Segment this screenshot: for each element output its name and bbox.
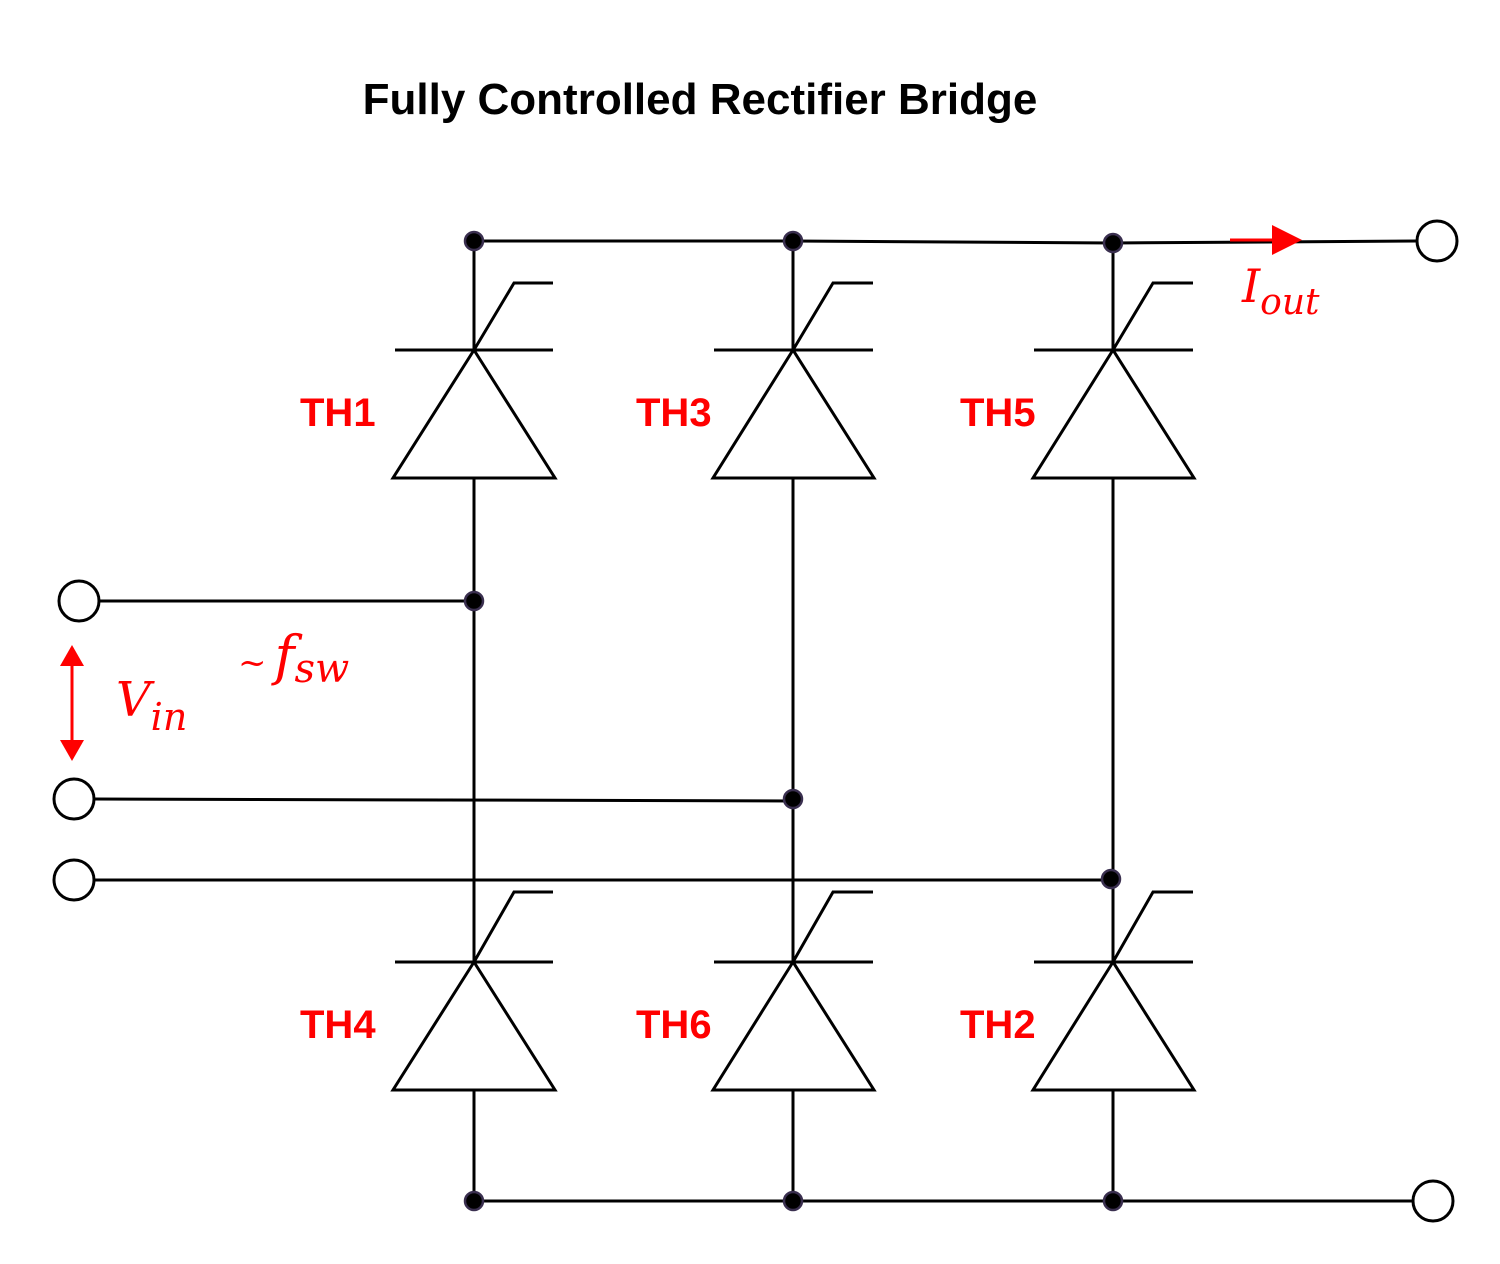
node-phase-c — [1100, 868, 1122, 890]
label-th4: TH4 — [300, 1003, 376, 1047]
node-bottom-mid — [782, 1190, 804, 1212]
label-th3: TH3 — [636, 391, 712, 435]
node-top-left — [463, 230, 485, 252]
terminal-output-negative — [1411, 1179, 1455, 1223]
node-phase-a — [463, 590, 485, 612]
output-current-subscript: out — [1260, 282, 1320, 323]
terminal-phase-b — [52, 777, 96, 821]
switching-frequency-prefix: ~ — [238, 643, 267, 683]
terminals — [52, 219, 1459, 1223]
ac-input-wires — [93, 599, 1111, 882]
terminal-phase-c — [52, 858, 96, 902]
node-top-mid — [782, 230, 804, 252]
thyristor-th6 — [710, 890, 877, 1092]
node-top-right — [1102, 232, 1124, 254]
thyristor-th3 — [710, 281, 877, 480]
output-current-symbol: I — [1241, 259, 1261, 313]
switching-frequency-subscript: sw — [295, 646, 350, 692]
label-th1: TH1 — [300, 391, 376, 435]
terminal-phase-a — [57, 579, 101, 623]
node-bottom-left — [463, 1190, 485, 1212]
node-bottom-right — [1102, 1190, 1124, 1212]
top-bus — [474, 239, 1418, 245]
thyristor-th1 — [390, 281, 558, 480]
node-phase-b — [782, 788, 804, 810]
label-th2: TH2 — [960, 1003, 1036, 1047]
terminal-output-positive — [1415, 219, 1459, 263]
junction-nodes — [463, 230, 1124, 1212]
diagram-title: Fully Controlled Rectifier Bridge — [363, 75, 1038, 124]
thyristor-th4 — [390, 890, 558, 1092]
input-voltage-subscript: in — [151, 695, 188, 739]
thyristor-th2 — [1030, 890, 1197, 1092]
label-th6: TH6 — [636, 1003, 712, 1047]
output-current-label: Iout — [1241, 259, 1320, 323]
input-voltage-symbol: V — [116, 672, 155, 728]
input-voltage-label: Vin — [116, 672, 187, 739]
thyristor-th5 — [1030, 281, 1197, 480]
input-voltage-arrow — [60, 645, 84, 761]
switching-frequency-label: ~fsw — [238, 624, 349, 692]
label-th5: TH5 — [960, 391, 1036, 435]
